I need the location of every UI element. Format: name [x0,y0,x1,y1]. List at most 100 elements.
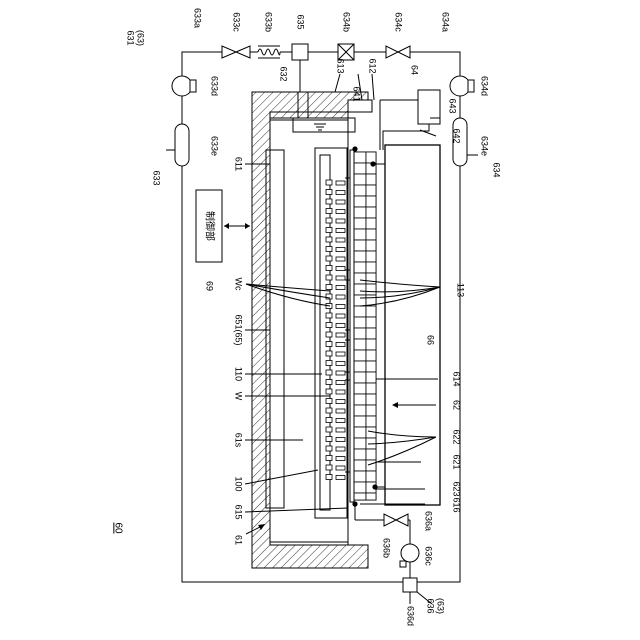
component-chip [326,446,332,451]
label-634d: 634d [480,76,490,96]
component-lead [336,219,345,223]
component-lead [336,276,345,280]
cell-622 [366,273,376,284]
label-643: 643 [448,98,458,113]
label-612: 612 [368,58,378,73]
label-635: 635 [296,14,306,29]
cell-621 [354,262,366,273]
stage-62 [352,152,376,500]
cell-621 [354,350,366,361]
cell-622 [366,416,376,427]
cell-621 [354,394,366,405]
component-chip [326,418,332,423]
cell-621 [354,361,366,372]
component-lead [336,400,345,404]
cell-622 [366,383,376,394]
component-lead [336,257,345,261]
cell-622 [366,306,376,317]
cell-621 [354,471,366,482]
label-636a: 636a [424,511,434,531]
figure-ref-60: 60 [112,522,123,534]
cell-621 [354,449,366,460]
filter-633b-icon [258,46,280,58]
valve-634c-icon [386,46,410,58]
cell-622 [366,328,376,339]
component-lead [336,181,345,185]
component-lead [336,438,345,442]
element-66 [385,145,440,505]
component-lead [336,314,345,318]
label-63b: (63) [436,598,446,614]
label-634a: 634a [441,12,451,32]
label-100: 100 [234,476,244,491]
component-lead [336,428,345,432]
label-623: 623 [452,481,462,496]
valve-633c-icon [222,46,250,58]
label-110: 110 [234,367,244,381]
component-chip [326,199,332,204]
label-636d: 636d [406,606,416,626]
label-642: 642 [452,128,462,143]
component-lead [336,238,345,242]
label-636c: 636c [424,546,434,566]
label-633c: 633c [232,12,242,32]
label-113: 113 [456,283,466,297]
cell-622 [366,460,376,471]
cell-622 [366,174,376,185]
cell-621 [354,438,366,449]
cell-621 [354,328,366,339]
component-chip [326,218,332,223]
label-651: 651(65) [234,314,244,345]
component-chip [326,456,332,461]
cell-622 [366,251,376,262]
cell-622 [366,394,376,405]
label-63a: (63) [136,30,146,46]
label-633: 633 [152,170,162,185]
label-62: 62 [452,400,462,410]
cell-622 [366,405,376,416]
label-622: 622 [452,429,462,444]
cell-621 [354,229,366,240]
label-634b: 634b [342,12,352,32]
cell-622 [366,262,376,273]
component-lead [336,409,345,413]
component-chip [326,266,332,271]
component-chip [326,190,332,195]
component-lead [336,381,345,385]
component-lead [336,295,345,299]
label-641: 641 [352,86,362,101]
cell-621 [354,174,366,185]
component-chip [326,323,332,328]
component-lead [336,200,345,204]
cell-621 [354,152,366,163]
component-lead [336,305,345,309]
control-unit-text: 制御部 [203,211,216,241]
cell-622 [366,185,376,196]
label-w: W [234,392,244,401]
label-632: 632 [279,66,289,81]
component-lead [336,333,345,337]
component-lead [336,267,345,271]
label-611: 611 [234,157,244,171]
component-lead [336,371,345,375]
component-chip [326,237,332,242]
cell-622 [366,317,376,328]
label-634e: 634e [480,136,490,156]
component-lead [336,362,345,366]
cell-621 [354,416,366,427]
component-chip [326,370,332,375]
component-chip [326,256,332,261]
component-lead [336,352,345,356]
tank-633e-icon [175,124,189,166]
label-633e: 633e [210,136,220,156]
label-613: 613 [336,58,346,73]
component-lead [336,343,345,347]
cell-621 [354,163,366,174]
cell-622 [366,218,376,229]
label-633d: 633d [210,76,220,96]
label-614: 614 [452,371,462,386]
component-chip [326,408,332,413]
label-61: 61 [234,535,244,545]
cell-621 [354,482,366,493]
label-69: 69 [205,281,215,291]
